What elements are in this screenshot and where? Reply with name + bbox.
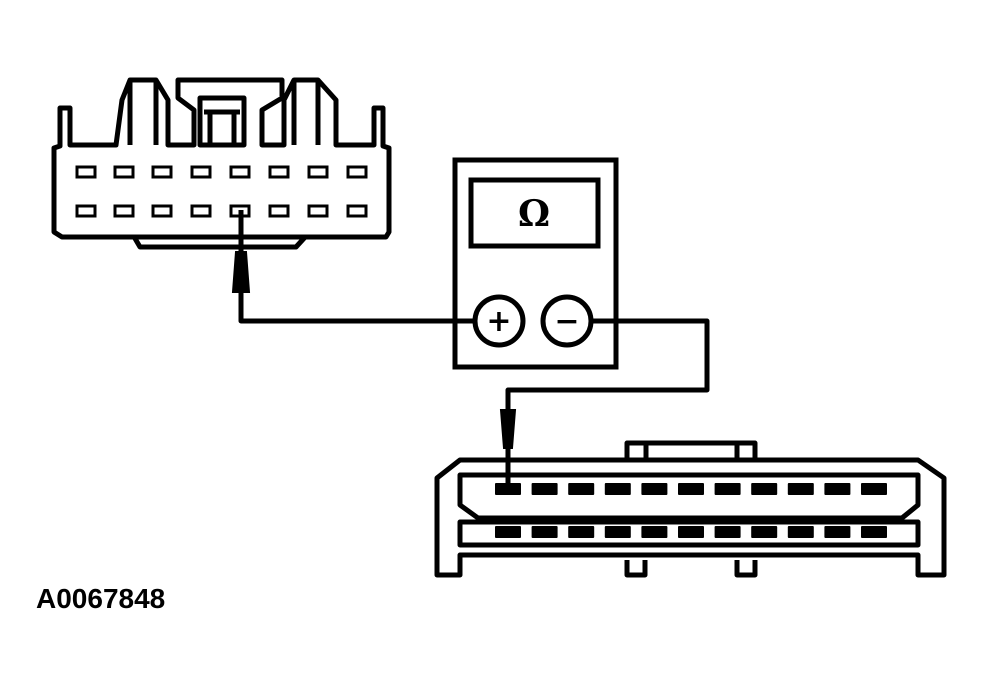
- connector-b-pins: [495, 483, 887, 538]
- probe-bodies: [231, 251, 517, 449]
- connector-a-pins: [75, 165, 368, 218]
- connector-a-pin: [268, 204, 290, 218]
- connector-a-pin: [113, 204, 135, 218]
- connector-b-pin: [568, 526, 595, 538]
- positive-lead-wire: [238, 292, 475, 324]
- positive-probe-body: [231, 251, 251, 293]
- connector-b-bottom-tab-right: [734, 560, 758, 578]
- positive-terminal-label: +: [486, 304, 511, 339]
- connector-a-pin: [346, 165, 368, 179]
- connector-a-pin: [346, 204, 368, 218]
- connector-a-pin: [190, 165, 212, 179]
- connector-a-pin: [268, 165, 290, 179]
- connector-a-pin: [151, 165, 173, 179]
- connector-b-pin: [641, 483, 668, 495]
- connector-b-pin: [751, 526, 778, 538]
- connector-a: [51, 77, 392, 250]
- negative-probe-body: [499, 409, 517, 449]
- connector-a-body: [51, 77, 392, 240]
- connector-b-pin: [531, 526, 558, 538]
- connector-b-pin: [495, 526, 521, 538]
- connector-b-bottom-tab-left: [624, 560, 648, 578]
- connector-b-pin: [824, 526, 851, 538]
- connector-b-pin: [678, 483, 704, 495]
- connector-a-pin: [75, 165, 97, 179]
- connector-b-pin: [787, 526, 814, 538]
- negative-lead-wire: [505, 318, 710, 412]
- connector-a-pin: [75, 204, 97, 218]
- figure-reference-id: A0067848: [36, 583, 166, 614]
- connector-b-pin: [861, 526, 887, 538]
- ohmmeter: [452, 157, 619, 370]
- connector-b-pin: [568, 483, 595, 495]
- connector-a-right-rib: [291, 80, 321, 145]
- connector-b-pin: [751, 483, 778, 495]
- connector-a-left-rib: [127, 80, 159, 145]
- connector-b-pin: [787, 483, 814, 495]
- connector-b-pin: [604, 483, 631, 495]
- connector-b-pin: [714, 526, 741, 538]
- connector-b-pin: [604, 526, 631, 538]
- connector-b-pin: [495, 483, 521, 495]
- connector-a-pin: [151, 204, 173, 218]
- connector-a-latch-inner: [204, 109, 240, 145]
- connector-b-pin: [641, 526, 668, 538]
- connector-b-pin: [861, 483, 887, 495]
- connector-a-pin: [307, 165, 329, 179]
- connector-a-pin: [190, 204, 212, 218]
- connector-b-upper-bay: [457, 472, 921, 521]
- negative-terminal-label: −: [554, 304, 579, 339]
- connector-b-pin: [824, 483, 851, 495]
- ohm-symbol: Ω: [518, 193, 550, 235]
- connector-b-top-tab: [624, 440, 758, 458]
- connector-b: [434, 440, 947, 578]
- connector-a-pin: [113, 165, 135, 179]
- connector-a-pin: [307, 204, 329, 218]
- connector-b-pin: [531, 483, 558, 495]
- connector-b-top-tab-inner: [643, 443, 740, 458]
- test-leads: [238, 210, 710, 488]
- ohmmeter-display: [468, 177, 601, 249]
- connector-a-pin: [229, 165, 251, 179]
- connector-b-pin: [714, 483, 741, 495]
- connector-b-pin: [678, 526, 704, 538]
- connector-a-latch: [197, 95, 247, 148]
